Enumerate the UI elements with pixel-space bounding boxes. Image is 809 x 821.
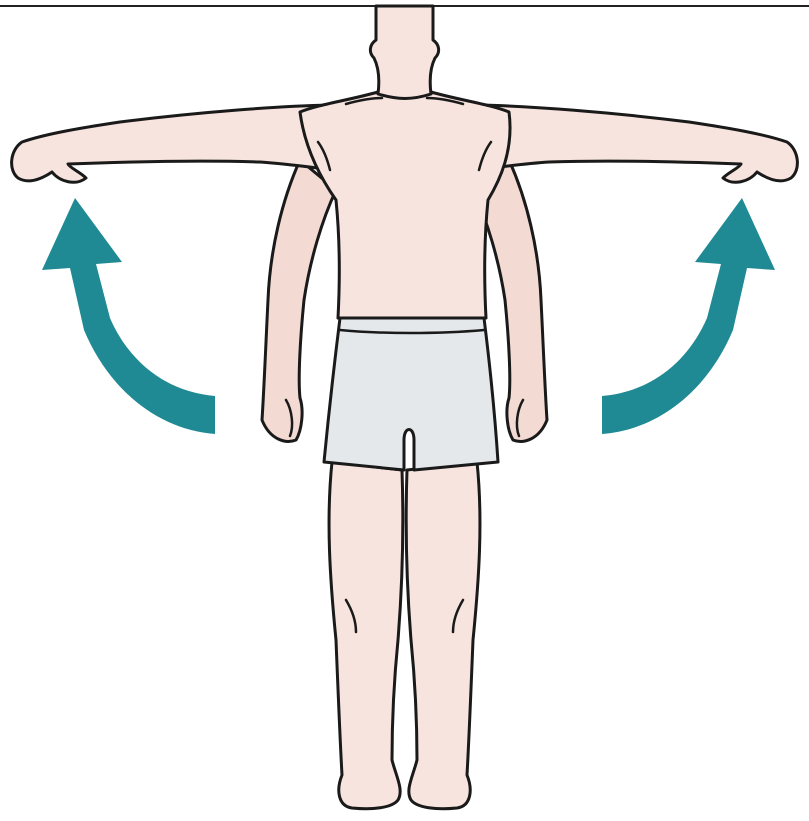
left-leg bbox=[329, 462, 403, 809]
shorts bbox=[324, 318, 498, 470]
left-lowered-arm bbox=[262, 160, 336, 441]
left-raise-arrow bbox=[42, 198, 215, 434]
right-raised-arm bbox=[474, 105, 797, 182]
left-raised-arm bbox=[12, 105, 335, 182]
right-raise-arrow bbox=[602, 198, 775, 434]
legs bbox=[329, 462, 480, 809]
torso bbox=[300, 92, 510, 318]
head-and-neck bbox=[370, 6, 438, 99]
right-leg bbox=[406, 462, 480, 809]
